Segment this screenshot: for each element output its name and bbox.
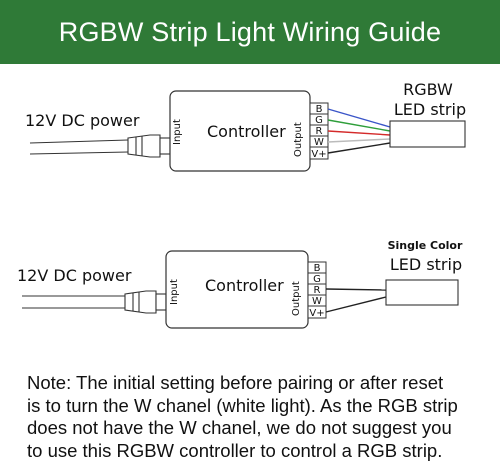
- note-line-4: to use this RGBW controller to control a…: [27, 439, 443, 461]
- led-strip-1: [389, 120, 466, 148]
- pin-block-1: B G R W V+: [309, 102, 329, 160]
- power-label-1: 12V DC power: [25, 111, 140, 130]
- note-line-3: does not have the W chanel, we do not su…: [27, 417, 452, 439]
- controller-label-1: Controller: [207, 122, 286, 141]
- output-label-1: Output: [293, 122, 304, 157]
- pin-vplus-1: V+: [311, 149, 326, 160]
- wire-black-2b: [325, 296, 387, 313]
- output-label-2: Output: [291, 281, 302, 316]
- pin-r-1: R: [316, 126, 323, 137]
- diagram-single-color: 12V DC power Controller Input Output B G…: [17, 239, 463, 329]
- title-banner: RGBW Strip Light Wiring Guide: [0, 0, 500, 64]
- note-line-2: is to turn the W chanel (white light). A…: [27, 394, 458, 416]
- note-text: Note: The initial setting before pairing…: [27, 372, 489, 462]
- wires-1: [327, 108, 391, 154]
- pin-g-1: G: [315, 115, 323, 126]
- led-strip-2: [385, 279, 459, 306]
- pin-b-2: B: [314, 263, 321, 274]
- wiring-diagrams: 12V DC power Controller Input Output B G…: [17, 80, 466, 329]
- strip-label-top-1: RGBW: [403, 80, 453, 99]
- note-line-1: Note: The initial setting before pairing…: [27, 372, 444, 393]
- power-cable-1: [29, 134, 171, 158]
- input-label-1: Input: [172, 119, 183, 145]
- pin-b-1: B: [316, 104, 323, 115]
- wire-white-1: [327, 138, 391, 143]
- wire-red-1: [327, 130, 391, 136]
- pin-w-2: W: [312, 296, 322, 307]
- pin-g-2: G: [313, 274, 321, 285]
- wires-2: [325, 288, 387, 313]
- wire-green-1: [327, 119, 391, 132]
- power-cable-2: [22, 290, 167, 314]
- pin-r-2: R: [314, 285, 321, 296]
- pin-w-1: W: [314, 137, 324, 148]
- wire-black-2: [325, 288, 387, 291]
- controller-label-2: Controller: [205, 276, 284, 295]
- strip-label-bottom-1: LED strip: [394, 100, 466, 119]
- strip-label-top-2: Single Color: [388, 239, 463, 252]
- input-label-2: Input: [169, 279, 180, 305]
- diagram-rgbw: 12V DC power Controller Input Output B G…: [25, 80, 466, 172]
- strip-label-bottom-2: LED strip: [390, 255, 462, 274]
- pin-vplus-2: V+: [309, 308, 324, 319]
- page-title: RGBW Strip Light Wiring Guide: [58, 16, 442, 47]
- wire-blue-1: [327, 108, 391, 128]
- wire-black-1: [327, 142, 391, 154]
- power-label-2: 12V DC power: [17, 266, 132, 285]
- pin-block-2: B G R W V+: [307, 261, 327, 319]
